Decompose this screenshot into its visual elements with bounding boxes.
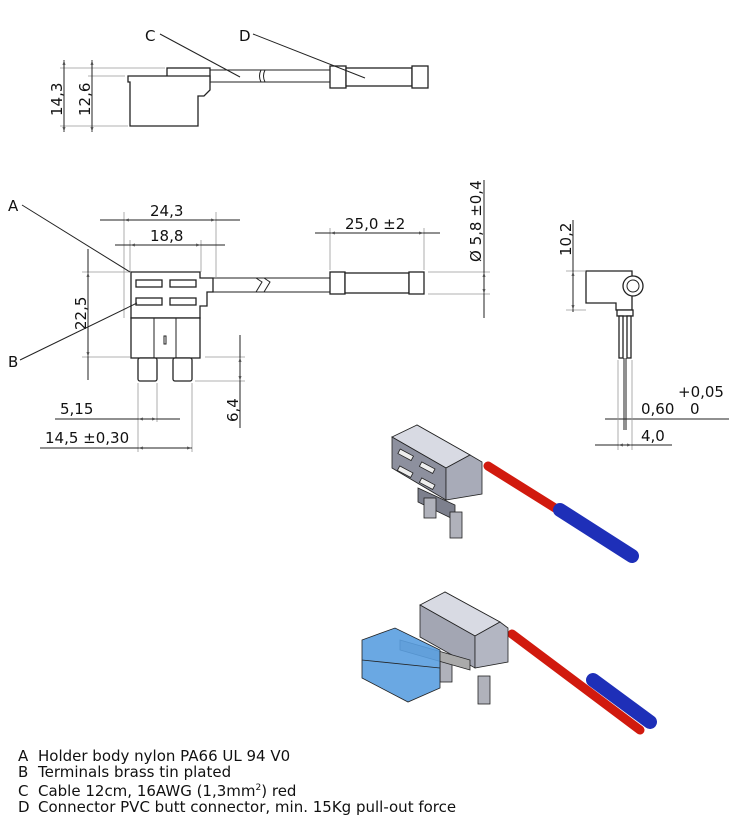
dim-prong-width: 5,15: [60, 400, 93, 418]
legend-item-c: C Cable 12cm, 16AWG (1,3mm2) red: [18, 780, 456, 799]
front-view: 24,3 18,8 22,5 25,0 ±2 Ø 5,8 ±0,4 6,4 5,…: [8, 180, 490, 452]
legend-key: C: [18, 782, 29, 800]
legend-item-b: B Terminals brass tin plated: [18, 764, 456, 780]
dim-width-total: 24,3: [150, 202, 183, 220]
render-holder-with-fuse-3d: [361, 591, 657, 735]
dim-blade-tol-upper: +0,05: [678, 383, 724, 401]
legend-item-d: D Connector PVC butt connector, min. 15Kg…: [18, 799, 456, 815]
legend: A Holder body nylon PA66 UL 94 V0 B Termin…: [18, 748, 456, 815]
callout-a: A: [8, 197, 19, 215]
dim-blade-thickness: 0,60: [641, 400, 674, 418]
callout-c: C: [145, 27, 155, 45]
callout-d: D: [239, 27, 251, 45]
top-view: 14,3 12,6 C D: [48, 27, 429, 132]
dim-side-width: 4,0: [641, 427, 665, 445]
legend-key: D: [18, 798, 30, 816]
legend-text: Cable 12cm, 16AWG (1,3mm: [38, 782, 256, 800]
dim-prong-span: 14,5 ±0,30: [45, 429, 129, 447]
legend-text: Holder body nylon PA66 UL 94 V0: [38, 747, 291, 765]
legend-key: A: [18, 747, 29, 765]
legend-text: Connector PVC butt connector, min. 15Kg …: [38, 798, 457, 816]
legend-key: B: [18, 763, 29, 781]
dim-connector-diameter: Ø 5,8 ±0,4: [467, 180, 485, 262]
render-holder-3d: [391, 424, 639, 563]
dim-connector-length: 25,0 ±2: [345, 215, 405, 233]
legend-item-a: A Holder body nylon PA66 UL 94 V0: [18, 748, 456, 764]
dim-top-height-total: 14,3: [48, 83, 66, 116]
dim-height-front: 22,5: [72, 297, 90, 330]
callout-b: B: [8, 353, 18, 371]
dim-prong-length: 6,4: [224, 398, 242, 422]
legend-text: Terminals brass tin plated: [38, 763, 232, 781]
legend-superscript: 2: [255, 783, 262, 793]
dim-top-height-body: 12,6: [76, 83, 94, 116]
dim-blade-tol-lower: 0: [690, 400, 700, 418]
dim-width-body: 18,8: [150, 227, 183, 245]
legend-text: ) red: [261, 782, 297, 800]
side-view: 10,2 0,60 +0,05 0 4,0: [557, 220, 729, 450]
dim-side-height: 10,2: [557, 223, 575, 256]
